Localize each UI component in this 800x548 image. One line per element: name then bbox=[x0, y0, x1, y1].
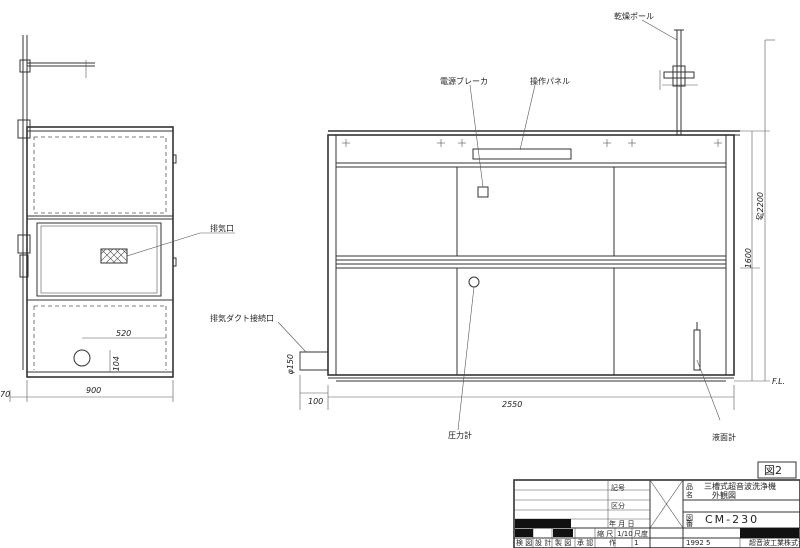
redaction-bar bbox=[553, 529, 573, 537]
drawing-number: CM-230 bbox=[705, 513, 760, 526]
duct-dia-dim: φ150 bbox=[286, 354, 295, 375]
exhaust-port-label: 排気口 bbox=[210, 224, 234, 233]
level-gauge-label: 液面計 bbox=[712, 433, 736, 442]
side-offset-dim: 70 bbox=[0, 390, 11, 399]
total-height-dim: 約2200 bbox=[756, 192, 765, 221]
col-label-3: 製 図 bbox=[555, 539, 572, 547]
upper-height-dim: 1600 bbox=[744, 248, 753, 269]
breaker-label: 電源ブレーカ bbox=[440, 77, 488, 86]
sheet-number: 1 bbox=[634, 539, 639, 547]
front-view bbox=[277, 19, 775, 431]
col-label-5: 作 bbox=[609, 539, 616, 547]
product-name: 三槽式超音波洗浄機 bbox=[704, 482, 776, 491]
misc-label-shakudo: 尺度 bbox=[634, 530, 648, 538]
ymd-label: 年 月 日 bbox=[609, 520, 635, 528]
front-offset-dim: 100 bbox=[308, 397, 324, 406]
misc-label-kigo: 記号 bbox=[611, 484, 625, 492]
duct-spacing-dim: 520 bbox=[116, 329, 132, 338]
scale-label: 縮 尺 bbox=[597, 530, 614, 538]
side-width-dim: 900 bbox=[86, 386, 102, 395]
side-view bbox=[9, 35, 235, 402]
row-label-1: 品 bbox=[686, 483, 693, 491]
exhaust-mesh bbox=[100, 248, 128, 264]
floor-level-label: F.L. bbox=[772, 377, 786, 386]
redaction-bar bbox=[515, 519, 571, 528]
redaction-bar bbox=[740, 528, 799, 538]
drying-pole-label: 乾燥ポール bbox=[614, 12, 654, 21]
pressure-gauge-label: 圧力計 bbox=[448, 431, 472, 440]
col-label-4: 承 認 bbox=[577, 539, 594, 547]
front-width-dim: 2550 bbox=[502, 400, 523, 409]
scale-value: 1/10 bbox=[617, 530, 633, 538]
figure-label: 図2 bbox=[764, 464, 782, 477]
row-label-4: 番 bbox=[686, 520, 693, 528]
redaction-bar bbox=[515, 529, 533, 537]
date: 1992 5 bbox=[686, 539, 711, 547]
col-label-2: 設 計 bbox=[535, 539, 552, 547]
duct-height-dim: 104 bbox=[112, 356, 121, 372]
control-panel-label: 操作パネル bbox=[530, 77, 570, 86]
col-label-1: 検 図 bbox=[516, 539, 533, 547]
misc-label-kubun: 区分 bbox=[611, 502, 625, 510]
view-name: 外観図 bbox=[712, 491, 736, 500]
row-label-3: 図 bbox=[686, 514, 693, 522]
row-label-2: 名 bbox=[686, 491, 693, 499]
company-name: 超音波工業株式会社 bbox=[748, 539, 800, 547]
duct-connection-label: 排気ダクト接続口 bbox=[210, 314, 274, 323]
